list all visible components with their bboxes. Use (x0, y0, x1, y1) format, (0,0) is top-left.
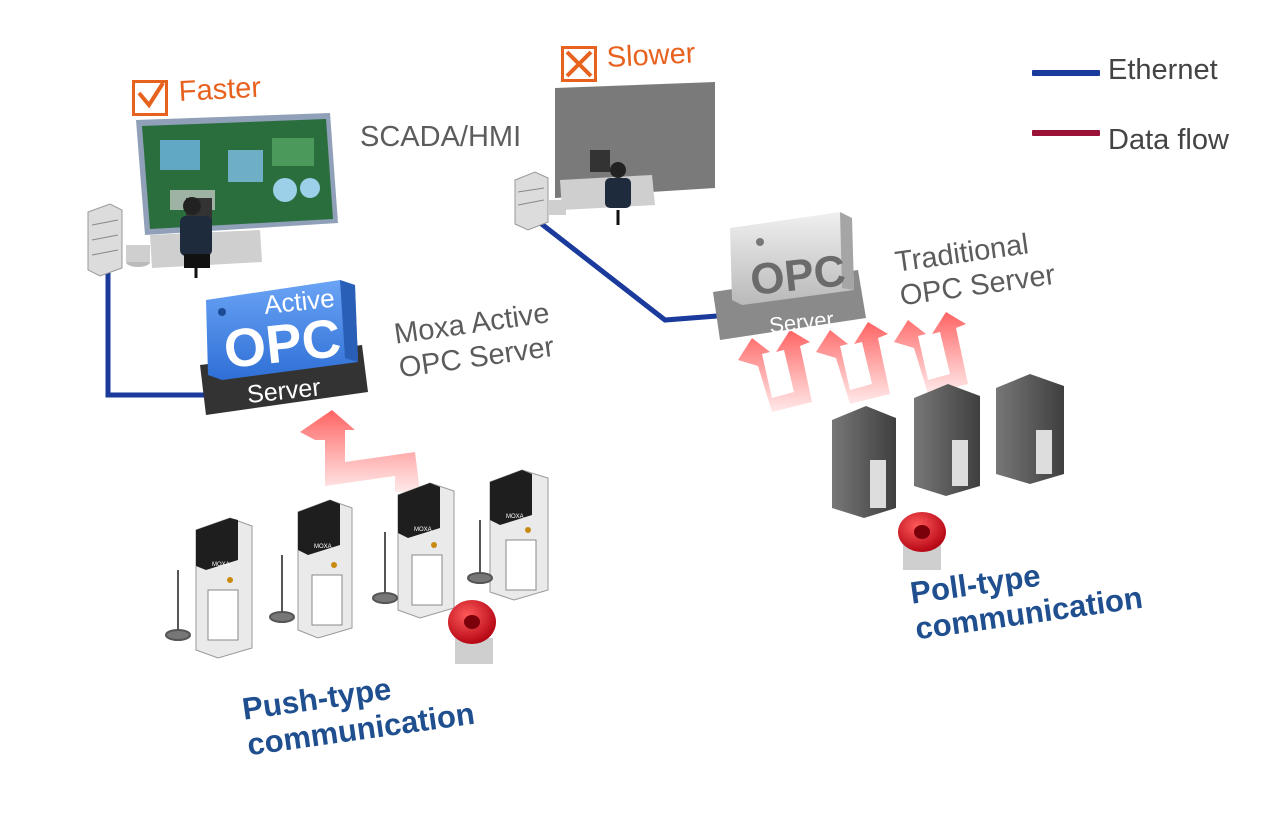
field-server-1 (832, 406, 896, 518)
moxa-device-4 (489, 469, 549, 601)
scada-hmi-label: SCADA/HMI (360, 121, 522, 153)
server-rack-left (87, 203, 150, 277)
alarm-bell-right-icon (898, 512, 946, 570)
moxa-brand-3: MOXA (414, 527, 432, 533)
active-opc-server-box (200, 280, 368, 415)
cross-box-icon (561, 46, 597, 82)
moxa-device-1 (195, 517, 253, 659)
ethernet-legend-swatch (1032, 70, 1100, 76)
moxa-brand-2: MOXA (314, 544, 332, 550)
ethernet-cables (105, 213, 731, 398)
traditional-opc-server-box (713, 212, 866, 340)
traditional-box-server-label: Server (768, 306, 835, 338)
server-rack-right (514, 171, 566, 231)
antennas (165, 520, 493, 641)
poll-data-flow-arrows (738, 312, 968, 412)
active-box-opc-label: OPC (221, 308, 344, 380)
scada-hmi-monitor (136, 113, 338, 235)
checkmark-glyph (137, 81, 165, 109)
field-server-3 (996, 374, 1064, 484)
moxa-brand-4: MOXA (506, 514, 524, 520)
slower-label: Slower (606, 37, 697, 74)
data-flow-legend-label: Data flow (1108, 124, 1229, 156)
push-data-flow-arrow (300, 410, 420, 492)
alarm-bell-left-icon (448, 600, 496, 664)
moxa-device-3 (397, 482, 455, 619)
scada-screen-right (555, 82, 715, 225)
traditional-box-opc-label: OPC (748, 246, 848, 305)
moxa-brand-1: MOXA (212, 562, 230, 568)
faster-label: Faster (178, 71, 262, 108)
moxa-device-2 (297, 499, 353, 639)
operator-desk-left (150, 197, 262, 278)
ethernet-legend-label: Ethernet (1108, 54, 1218, 86)
checkmark-icon (132, 80, 168, 116)
field-server-2 (914, 384, 980, 496)
data-flow-legend-swatch (1032, 130, 1100, 136)
cross-glyph (565, 50, 593, 78)
active-box-top-label: Active (262, 283, 336, 320)
